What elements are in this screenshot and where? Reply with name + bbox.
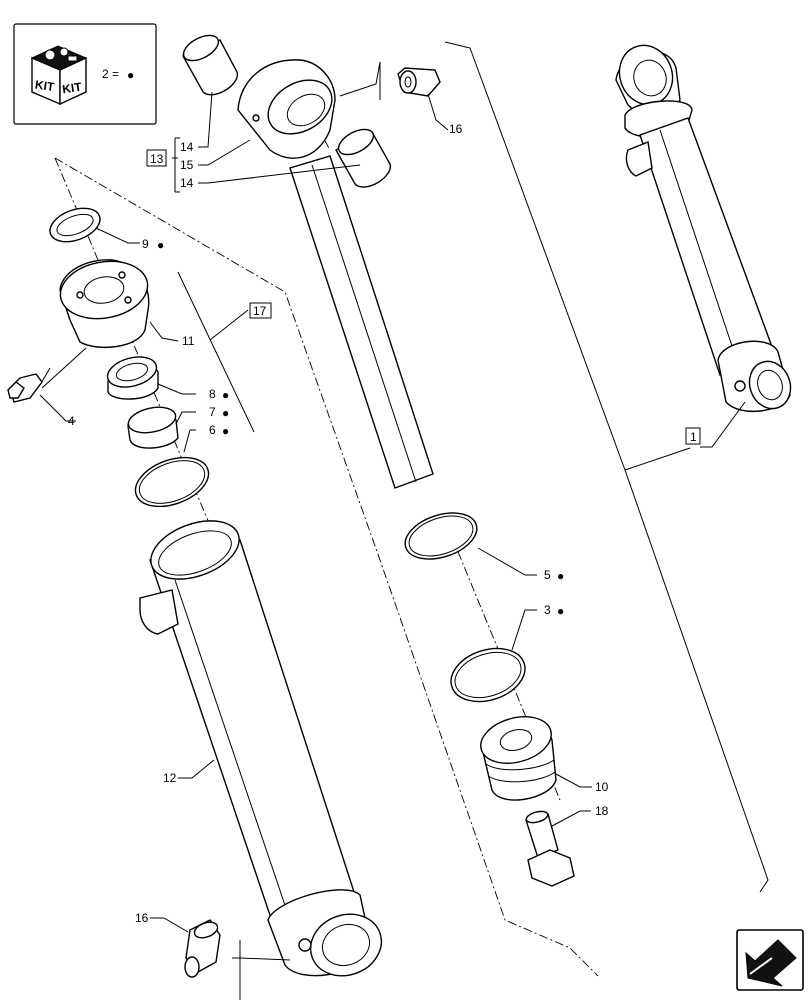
callout-16-top: 16 xyxy=(449,122,463,136)
callout-3: 3 xyxy=(544,603,551,617)
kit-marker-5: ● xyxy=(557,569,564,583)
part-12-cylinder-barrel xyxy=(139,520,383,977)
kit-word-left: KIT xyxy=(34,78,56,95)
part-15-rod-eye xyxy=(237,59,336,159)
kit-legend: KIT KIT 2 = ● xyxy=(13,23,157,125)
callout-18: 18 xyxy=(595,804,609,818)
kit-word-right: KIT xyxy=(61,80,83,97)
kit-marker-7: ● xyxy=(222,406,229,420)
group-bracket-1 xyxy=(444,41,769,893)
callout-1-box: 1 xyxy=(690,430,697,444)
kit-marker-9: ● xyxy=(157,238,164,252)
part-1-assembled-cylinder xyxy=(615,44,792,413)
part-14-bushing-top xyxy=(182,34,239,96)
callout-14-bottom: 14 xyxy=(180,176,194,190)
callout-4: 4 xyxy=(68,414,75,428)
callout-15: 15 xyxy=(180,158,194,172)
group-bracket-17 xyxy=(177,271,255,433)
part-5-seal-ring xyxy=(404,512,478,560)
callout-14-top: 14 xyxy=(180,140,194,154)
callout-17-box: 17 xyxy=(253,304,267,318)
callout-11: 11 xyxy=(182,334,195,348)
callout-labels: 14 15 14 13 16 9 ● 17 11 4 8 ● 7 ● 6 ● 5… xyxy=(68,122,701,925)
callout-6: 6 xyxy=(209,423,216,437)
kit-legend-bullet: ● xyxy=(127,68,134,82)
callout-13-box: 13 xyxy=(150,152,164,166)
callout-16-bottom: 16 xyxy=(135,911,149,925)
part-11-gland-head xyxy=(59,259,150,349)
callout-7: 7 xyxy=(209,405,216,419)
part-6-o-ring xyxy=(134,456,210,508)
callout-5: 5 xyxy=(544,568,551,582)
kit-box-icon: KIT KIT xyxy=(30,45,88,106)
callout-9: 9 xyxy=(142,237,149,251)
kit-marker-8: ● xyxy=(222,388,229,402)
kit-marker-6: ● xyxy=(222,424,229,438)
part-3-seal-ring xyxy=(450,647,526,703)
kit-marker-3: ● xyxy=(557,604,564,618)
part-4-bolt xyxy=(7,373,43,403)
part-14-bushing-right xyxy=(335,128,392,188)
next-page-arrow-icon[interactable] xyxy=(736,929,804,991)
callout-10: 10 xyxy=(595,780,609,794)
part-10-piston xyxy=(480,716,557,801)
piston-rod xyxy=(289,155,434,489)
callout-8: 8 xyxy=(209,387,216,401)
leader-lines xyxy=(39,61,746,1000)
part-9-wiper-ring xyxy=(49,207,101,243)
part-16-grease-fitting-top xyxy=(397,67,441,97)
part-16-grease-fitting-bottom xyxy=(184,919,221,978)
group-bracket-13 xyxy=(172,137,180,193)
part-7-guide-ring xyxy=(127,406,179,449)
callout-12: 12 xyxy=(163,771,177,785)
kit-legend-equation: 2 = xyxy=(102,67,119,81)
part-18-piston-bolt xyxy=(525,810,575,887)
part-8-bushing xyxy=(106,356,159,400)
